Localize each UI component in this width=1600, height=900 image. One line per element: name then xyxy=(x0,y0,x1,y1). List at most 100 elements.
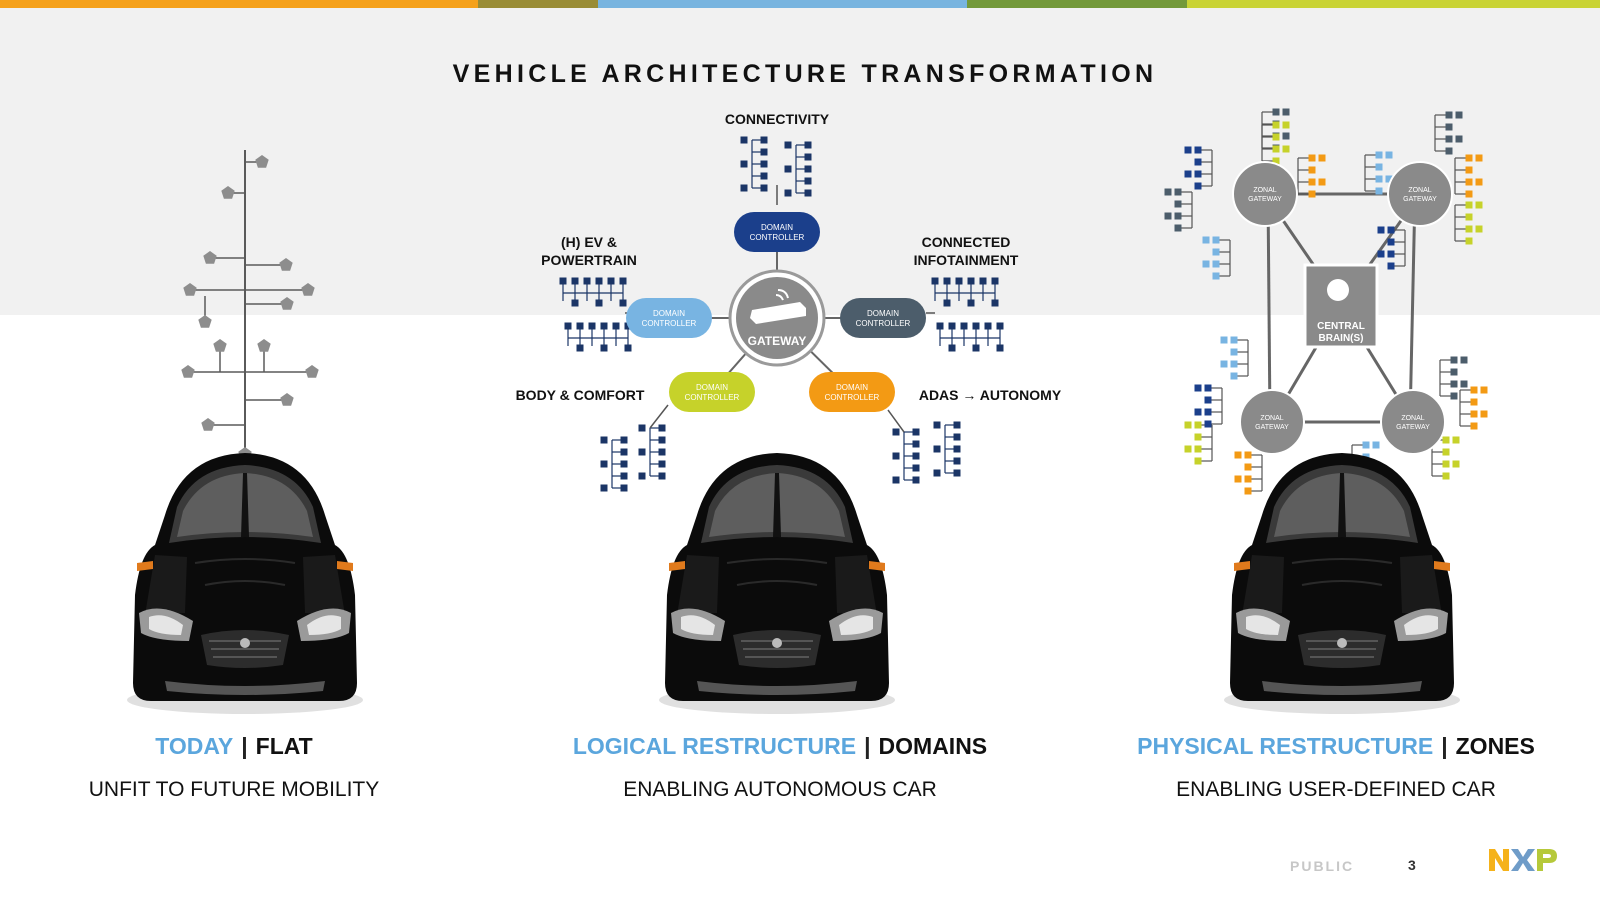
adas-cluster-node xyxy=(953,457,961,465)
zone-fl-cluster-f-node xyxy=(1308,154,1316,162)
flat-ecu-node xyxy=(183,283,197,296)
body-cluster-node xyxy=(658,472,666,480)
body-cluster-node xyxy=(658,448,666,456)
zone-fr-cluster-c-node xyxy=(1475,154,1483,162)
domain-controller-label: DOMAIN xyxy=(653,309,685,318)
domain-controller-label: CONTROLLER xyxy=(825,393,880,402)
stripe-lime xyxy=(1187,0,1600,8)
zone-fl-cluster-d-node xyxy=(1174,224,1182,232)
connectivity-cluster-node xyxy=(740,184,748,192)
zone-fr-cluster-b-node xyxy=(1375,151,1383,159)
zonal-gateway-rear-left xyxy=(1239,389,1305,455)
infotainment-cluster-node xyxy=(984,322,992,330)
body-cluster-node xyxy=(638,424,646,432)
zone-rl-cluster-b-node xyxy=(1204,408,1212,416)
zone-rl-cluster-b-node xyxy=(1194,384,1202,392)
zonal-gateway-label: ZONAL xyxy=(1401,415,1424,422)
stripe-olive xyxy=(478,0,598,8)
connectivity-cluster-node xyxy=(784,189,792,197)
panel-domains-caption: LOGICAL RESTRUCTURE|DOMAINS xyxy=(540,733,1020,760)
powertrain-cluster-node xyxy=(624,344,632,352)
flat-ecu-node xyxy=(301,283,315,296)
adas-cluster-node xyxy=(953,433,961,441)
domain-controller-label: CONTROLLER xyxy=(642,319,697,328)
zone-fl-cluster-d-node xyxy=(1174,188,1182,196)
panel-flat-label: FLAT xyxy=(255,733,313,759)
zone-rr-cluster-b-node xyxy=(1480,386,1488,394)
connectivity-cluster-node xyxy=(740,160,748,168)
infotainment-cluster-node xyxy=(991,277,999,285)
body-cluster-node xyxy=(620,484,628,492)
domain-controller-label: CONTROLLER xyxy=(685,393,740,402)
body-cluster-node xyxy=(658,436,666,444)
slide-title: VEHICLE ARCHITECTURE TRANSFORMATION xyxy=(452,60,1158,88)
domain-adas-label: ADAS → AUTONOMY xyxy=(919,387,1062,403)
zone-fl-cluster-a-node xyxy=(1272,108,1280,116)
zone-rl-cluster-d-node xyxy=(1244,487,1252,495)
panel-flat-caption: TODAY|FLAT xyxy=(0,733,474,760)
zonal-gateway-label: ZONAL xyxy=(1253,187,1276,194)
zone-fl-cluster-c-node xyxy=(1184,146,1192,154)
zone-rr-cluster-a-node xyxy=(1450,392,1458,400)
connectivity-cluster-node xyxy=(760,148,768,156)
domain-connectivity-label: CONNECTIVITY xyxy=(725,111,830,127)
zonal-ring-link xyxy=(1266,193,1272,423)
zone-fl-cluster-c-node xyxy=(1194,182,1202,190)
zone-fl-cluster-f-node xyxy=(1318,178,1326,186)
domain-infotainment-label: INFOTAINMENT xyxy=(914,252,1019,268)
infotainment-cluster-node xyxy=(955,277,963,285)
zone-rr-cluster-c-node xyxy=(1442,472,1450,480)
connectivity-cluster-node xyxy=(804,153,812,161)
zone-fr-cluster-e-node xyxy=(1387,250,1395,258)
panel-flat-subtitle: UNFIT TO FUTURE MOBILITY xyxy=(88,778,380,801)
zone-rl-cluster-a-node xyxy=(1230,336,1238,344)
adas-cluster-node xyxy=(892,476,900,484)
adas-cluster-node xyxy=(912,440,920,448)
zone-fr-cluster-a-node xyxy=(1445,147,1453,155)
zone-fr-cluster-c-node xyxy=(1475,178,1483,186)
infotainment-cluster-node xyxy=(948,344,956,352)
central-brain-node xyxy=(1303,263,1379,349)
powertrain-cluster-node xyxy=(576,322,584,330)
zone-rr-cluster-c-node xyxy=(1452,460,1460,468)
panel-domains-separator: | xyxy=(864,733,871,759)
zone-rr-cluster-a-node xyxy=(1450,368,1458,376)
body-cluster-node xyxy=(620,448,628,456)
zone-rr-cluster-a-node xyxy=(1460,356,1468,364)
infotainment-cluster-node xyxy=(972,322,980,330)
flat-ecu-node xyxy=(305,365,319,378)
zone-fr-cluster-d-node xyxy=(1465,213,1473,221)
zone-fl-cluster-e-node xyxy=(1202,236,1210,244)
car-flat-image xyxy=(126,452,364,715)
flat-ecu-node xyxy=(198,315,212,328)
body-cluster-node xyxy=(600,484,608,492)
panel-domains-subtitle: ENABLING AUTONOMOUS CAR xyxy=(623,778,937,801)
zonal-gateway-rear-right xyxy=(1380,389,1446,455)
top-color-stripes xyxy=(0,0,1600,8)
zone-rl-cluster-d-node xyxy=(1234,451,1242,459)
zone-fl-cluster-d-node xyxy=(1174,200,1182,208)
adas-cluster-node xyxy=(912,452,920,460)
zone-rl-cluster-a-node xyxy=(1220,336,1228,344)
flat-ecu-node xyxy=(181,365,195,378)
powertrain-cluster-node xyxy=(588,322,596,330)
powertrain-cluster-node xyxy=(600,344,608,352)
zonal-ring-link xyxy=(1408,193,1417,423)
powertrain-cluster-node xyxy=(595,299,603,307)
infotainment-cluster-node xyxy=(960,322,968,330)
domain-controller-label: DOMAIN xyxy=(867,309,899,318)
infotainment-cluster-node xyxy=(943,277,951,285)
zone-fl-cluster-b-node xyxy=(1272,133,1280,141)
zone-fl-cluster-c-node xyxy=(1184,170,1192,178)
domain-controller-label: DOMAIN xyxy=(761,223,793,232)
zone-fl-cluster-b-node xyxy=(1272,157,1280,165)
panel-zones-label: ZONES xyxy=(1455,733,1535,759)
zone-fl-cluster-e-node xyxy=(1212,272,1220,280)
powertrain-cluster-node xyxy=(619,277,627,285)
zone-rr-cluster-b-node xyxy=(1470,398,1478,406)
zone-rr-cluster-b-node xyxy=(1470,410,1478,418)
page-number: 3 xyxy=(1408,857,1416,873)
body-cluster-node xyxy=(600,436,608,444)
zone-rr-cluster-a-node xyxy=(1450,356,1458,364)
